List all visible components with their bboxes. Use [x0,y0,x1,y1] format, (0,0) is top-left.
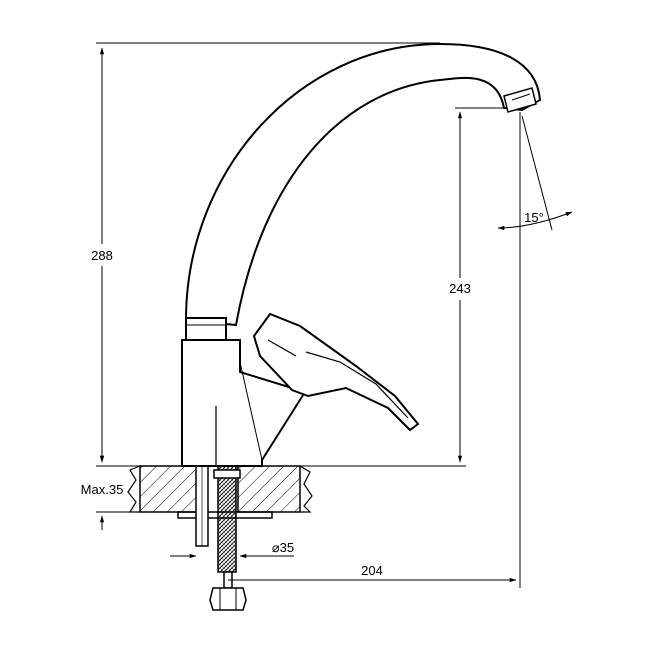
total-height-label: 288 [91,248,113,263]
spout-collar [185,317,227,341]
mounting-hardware [195,465,247,611]
hole-diameter-label: ⌀35 [272,540,294,555]
dimension-hole-diameter: ⌀35 [170,540,294,559]
dimension-spout-height: 243 [300,107,504,467]
dimension-spout-angle: 15° [497,115,573,231]
handle-lever [252,312,420,432]
dimension-total-height: 288 [80,42,440,467]
spout-reach-label: 204 [361,563,383,578]
spout-height-label: 243 [449,281,471,296]
spout-angle-label: 15° [524,210,544,225]
dimension-spout-reach: 204 [228,112,521,588]
countertop [127,465,313,513]
faucet-body [181,339,307,467]
aerator [503,87,537,113]
hex-nut-icon [209,587,247,611]
spout [184,42,542,341]
dimension-max-thickness: Max.35 [81,452,140,530]
max-thickness-label: Max.35 [81,482,124,497]
